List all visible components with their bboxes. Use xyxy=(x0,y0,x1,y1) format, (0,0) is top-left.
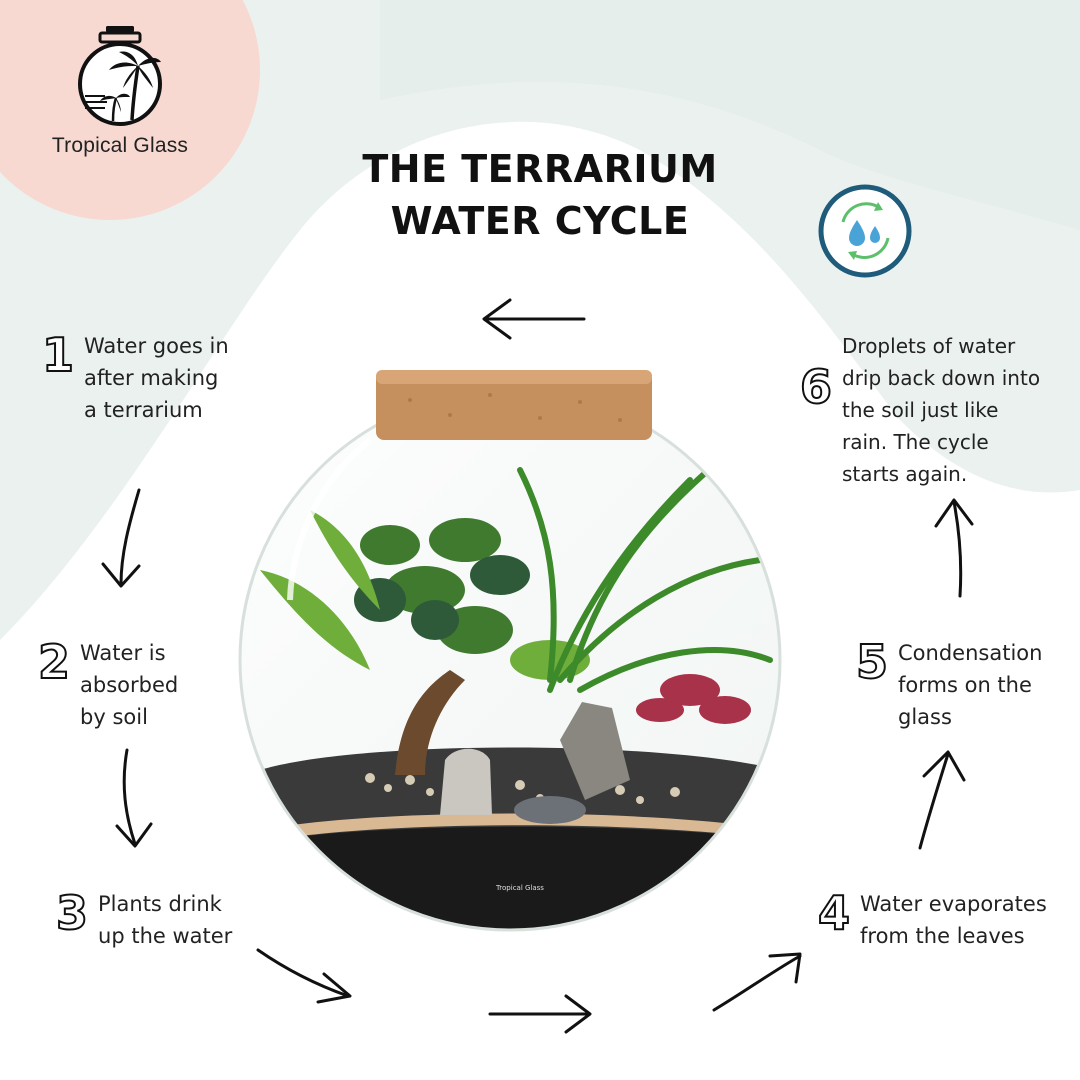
step-number: 1 xyxy=(41,328,75,382)
step-number: 4 xyxy=(817,886,851,940)
page-title: THE TERRARIUM WATER CYCLE xyxy=(280,143,800,247)
brand-logo: Tropical Glass xyxy=(10,24,230,158)
step-number: 3 xyxy=(55,886,89,940)
step-description: Water evaporates from the leaves xyxy=(860,888,1047,952)
step-line: after making xyxy=(84,366,219,390)
step-line: up the water xyxy=(98,924,233,948)
step-3: 3 Plants drink up the water xyxy=(55,886,232,952)
jar-palm-logo-icon xyxy=(78,26,162,126)
brand-name: Tropical Glass xyxy=(51,134,189,157)
step-line: drip back down into xyxy=(842,366,1041,390)
step-description: Plants drink up the water xyxy=(98,888,232,952)
arrow-icon xyxy=(918,750,966,850)
step-line: Water goes in xyxy=(84,334,229,358)
arrow-icon xyxy=(712,952,802,1012)
step-line: absorbed xyxy=(80,673,179,697)
arrow-icon xyxy=(934,498,974,598)
step-line: Water evaporates xyxy=(860,892,1047,916)
water-cycle-icon xyxy=(818,184,912,278)
step-line: rain. The cycle xyxy=(842,430,989,454)
arrow-icon xyxy=(482,298,586,340)
step-description: Droplets of water drip back down into th… xyxy=(842,330,1040,490)
arrow-icon xyxy=(115,748,153,848)
step-line: Droplets of water xyxy=(842,334,1016,358)
step-description: Condensation forms on the glass xyxy=(898,637,1042,733)
step-1: 1 Water goes in after making a terrarium xyxy=(41,328,229,426)
terrarium-jar xyxy=(238,370,782,932)
step-2: 2 Water is absorbed by soil xyxy=(37,635,178,733)
step-line: Condensation xyxy=(898,641,1043,665)
step-number: 5 xyxy=(855,635,889,689)
step-line: the soil just like xyxy=(842,398,999,422)
step-line: Water is xyxy=(80,641,166,665)
step-line: a terrarium xyxy=(84,398,203,422)
step-line: starts again. xyxy=(842,462,968,486)
arrow-icon xyxy=(101,488,141,588)
title-line-2: WATER CYCLE xyxy=(390,199,690,243)
step-number: 2 xyxy=(37,635,71,689)
arrow-icon xyxy=(256,948,352,1004)
arrow-icon xyxy=(488,994,592,1034)
step-6: 6 Droplets of water drip back down into … xyxy=(799,330,1040,490)
step-line: Plants drink xyxy=(98,892,222,916)
step-description: Water is absorbed by soil xyxy=(80,637,178,733)
step-5: 5 Condensation forms on the glass xyxy=(855,635,1042,733)
step-line: forms on the xyxy=(898,673,1032,697)
step-4: 4 Water evaporates from the leaves xyxy=(817,886,1047,952)
step-number: 6 xyxy=(799,360,833,414)
step-line: from the leaves xyxy=(860,924,1025,948)
jar-brand-mark: Tropical Glass xyxy=(496,884,544,892)
step-line: by soil xyxy=(80,705,148,729)
step-description: Water goes in after making a terrarium xyxy=(84,330,229,426)
step-line: glass xyxy=(898,705,952,729)
title-line-1: THE TERRARIUM xyxy=(362,147,718,191)
